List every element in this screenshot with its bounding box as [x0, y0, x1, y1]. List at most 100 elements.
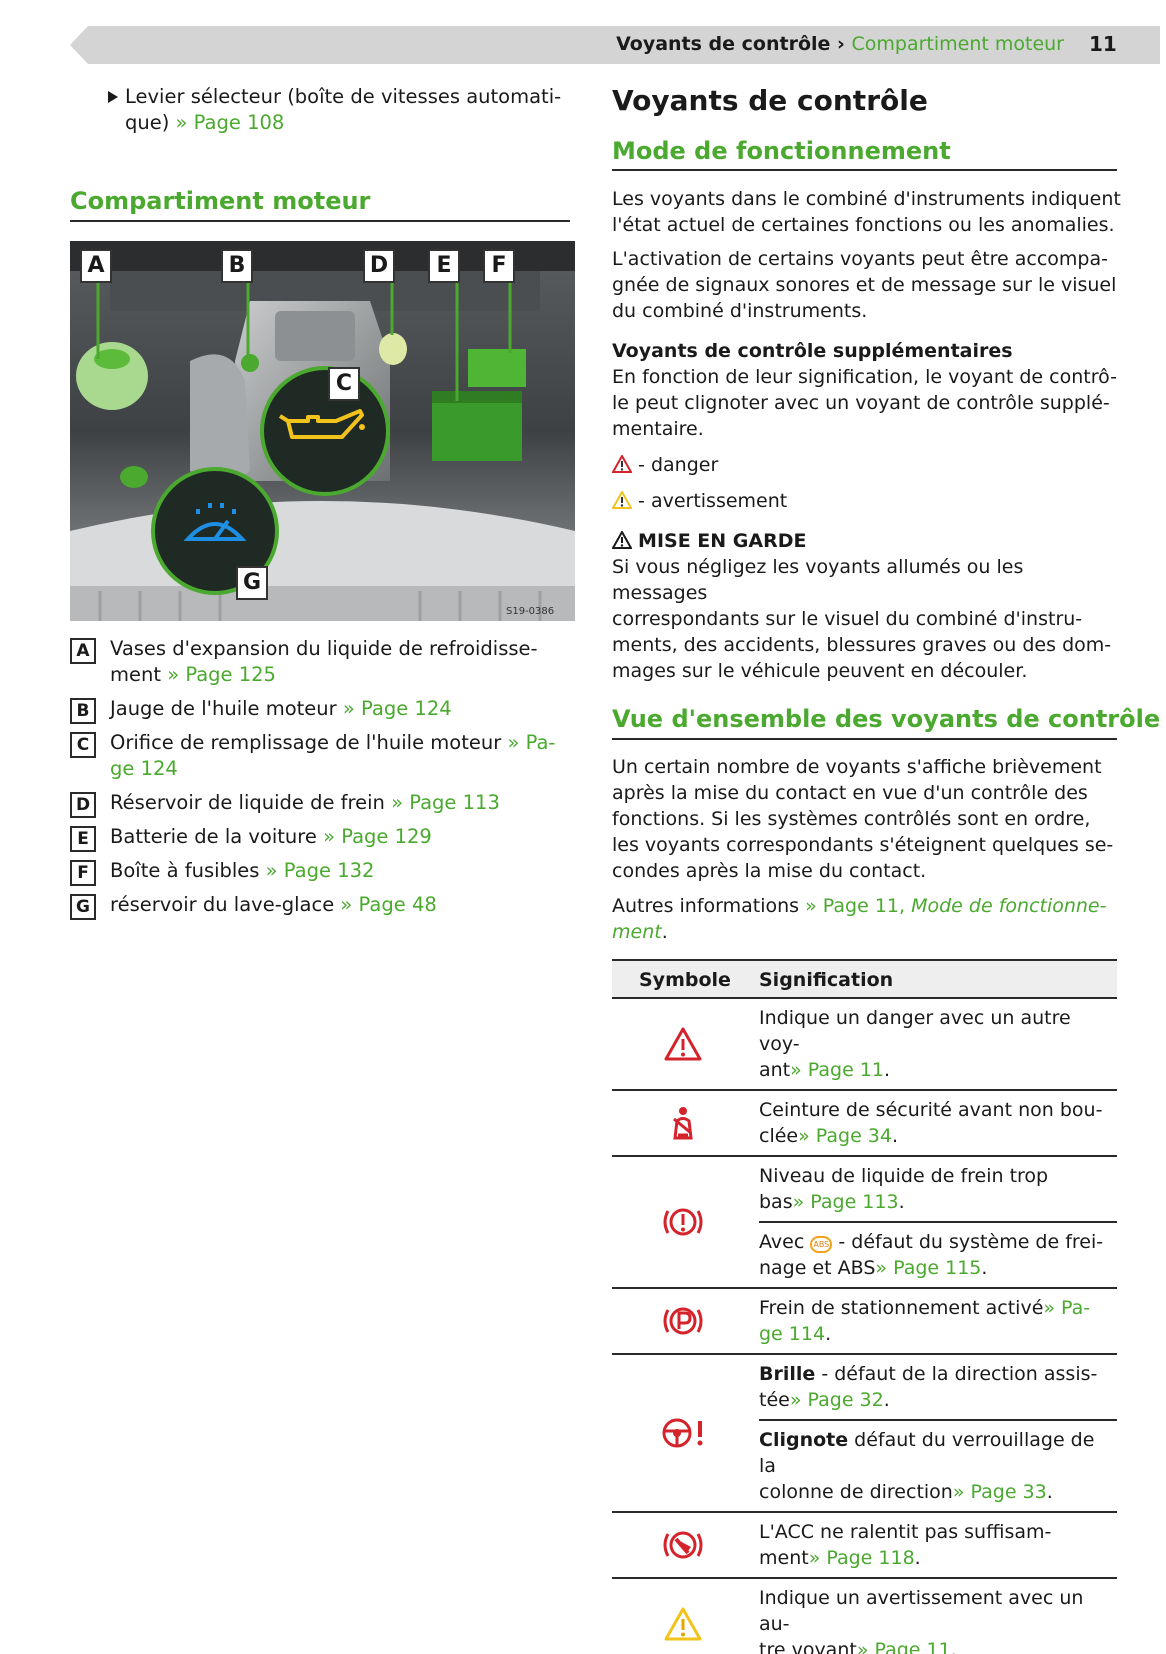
text-line: mages sur le véhicule peuvent en découle…: [612, 660, 1028, 682]
page-number: 11: [1089, 32, 1117, 56]
row-text: - défaut du système de frei-: [838, 1231, 1104, 1253]
text-line: mentaire.: [612, 418, 704, 440]
legend-page-link[interactable]: » Page 113: [391, 791, 500, 814]
caution-block: MISE EN GARDE Si vous négligez les voyan…: [611, 528, 1122, 684]
legend-text: réservoir du lave-glace: [110, 893, 335, 916]
section-title-mode: Mode de fonctionnement: [612, 137, 951, 165]
figure-code: S19-0386: [506, 606, 554, 617]
text-line: correspondants sur le visuel du combiné …: [612, 608, 1083, 630]
table-row: Ceinture de sécurité avant non bou- clée…: [612, 1091, 1117, 1157]
table-header: Symbole Signification: [612, 959, 1117, 999]
figure-label-e: E: [428, 249, 460, 283]
page-link[interactable]: ment: [612, 921, 662, 943]
legend-page-link[interactable]: » Page 129: [323, 825, 432, 848]
text-line: condes après la mise du contact.: [612, 860, 927, 882]
danger-label: - danger: [638, 454, 719, 476]
warning-label: - avertissement: [638, 490, 788, 512]
engine-bay-figure: S19-0386 A B C D E F G: [70, 241, 575, 621]
page-link[interactable]: Mode de fonctionne-: [911, 895, 1107, 917]
section-title-engine-bay: Compartiment moteur: [70, 187, 371, 215]
row-page-link[interactable]: » Page 113: [792, 1191, 899, 1213]
row-text: Indique un avertissement avec un au-: [759, 1587, 1084, 1635]
breadcrumb-separator: ›: [837, 33, 845, 55]
danger-triangle-icon: [611, 453, 633, 473]
section-title-overview: Vue d'ensemble des voyants de contrôle: [612, 705, 1161, 733]
washer-fluid-icon: [183, 503, 247, 541]
text-line: les voyants correspondants s'éteignent q…: [612, 834, 1114, 856]
bullet-page-link[interactable]: » Page 108: [175, 111, 285, 134]
overview-paragraph-1: Un certain nombre de voyants s'affiche b…: [612, 754, 1122, 884]
row-page-link[interactable]: » Page 34: [798, 1125, 892, 1147]
legend-page-link[interactable]: » Page 125: [167, 663, 276, 686]
parking-brake-icon: [663, 1307, 703, 1335]
table-row: Niveau de liquide de frein trop bas» Pag…: [612, 1157, 1117, 1289]
danger-line: - danger: [611, 452, 719, 478]
legend-page-link[interactable]: » Page 48: [340, 893, 437, 916]
row-page-link[interactable]: » Page 118: [808, 1547, 915, 1569]
warning-triangle-icon: [611, 489, 633, 509]
row-text: .: [898, 1191, 905, 1213]
figure-label-c: C: [328, 367, 360, 401]
bullet-text-line1: Levier sélecteur (boîte de vitesses auto…: [125, 85, 562, 108]
section-rule: [612, 738, 1117, 740]
row-page-link[interactable]: ge 114: [759, 1323, 826, 1345]
legend-text: Jauge de l'huile moteur: [110, 697, 337, 720]
row-text: Indique un danger avec un autre voy-: [759, 1007, 1071, 1055]
figure-label-a: A: [80, 249, 112, 283]
row-text: Brille: [759, 1363, 816, 1385]
text-line: ments, des accidents, blessures graves o…: [612, 634, 1112, 656]
danger-triangle-icon: [664, 1027, 702, 1061]
row-text: .: [892, 1125, 899, 1147]
legend-item-f: F Boîte à fusibles » Page 132: [70, 858, 575, 886]
subheading: Voyants de contrôle supplémentaires: [612, 340, 1013, 362]
table-row: L'ACC ne ralentit pas suffisam- ment» Pa…: [612, 1513, 1117, 1579]
row-page-link[interactable]: » Page 33: [952, 1481, 1047, 1503]
row-text: ment: [759, 1547, 809, 1569]
legend-key: B: [70, 698, 96, 724]
row-page-link[interactable]: » Page 11: [790, 1059, 885, 1081]
text-line: fonctions. Si les systèmes contrôlés son…: [612, 808, 1091, 830]
overview-paragraph-2: Autres informations » Page 11, Mode de f…: [612, 893, 1122, 945]
row-page-link[interactable]: » Page 32: [789, 1389, 884, 1411]
text-line: Un certain nombre de voyants s'affiche b…: [612, 756, 1102, 778]
legend-text: Orifice de remplissage de l'huile moteur: [110, 731, 502, 754]
row-text: .: [825, 1323, 832, 1345]
legend-page-link[interactable]: » Pa-: [507, 731, 556, 754]
legend-key: G: [70, 894, 96, 920]
oil-can-icon: [278, 409, 365, 439]
row-text: .: [1046, 1481, 1053, 1503]
section-rule: [612, 169, 1117, 171]
brake-warning-icon: [663, 1208, 703, 1236]
row-page-link[interactable]: » Page 11: [856, 1639, 951, 1654]
row-text: tée: [759, 1389, 790, 1411]
row-text: Clignote: [759, 1429, 849, 1451]
abs-icon: ABS: [810, 1236, 833, 1253]
page-link[interactable]: » Page 11,: [805, 895, 906, 917]
section-rule: [70, 220, 570, 222]
row-page-link[interactable]: » Page 115: [875, 1257, 982, 1279]
legend-key: F: [70, 860, 96, 886]
legend-page-link[interactable]: ge 124: [110, 757, 178, 780]
row-page-link[interactable]: » Pa-: [1043, 1297, 1091, 1319]
text-line: .: [661, 921, 668, 943]
legend-item-c: C Orifice de remplissage de l'huile mote…: [70, 730, 575, 782]
legend-page-link[interactable]: » Page 124: [342, 697, 452, 720]
text-line: Si vous négligez les voyants allumés ou …: [612, 556, 1024, 604]
caution-icon: [611, 529, 633, 549]
breadcrumb-section: Voyants de contrôle: [616, 33, 831, 55]
legend-page-link[interactable]: » Page 132: [265, 859, 375, 882]
breadcrumb-subsection: Compartiment moteur: [851, 33, 1065, 55]
table-row: Indique un danger avec un autre voy- ant…: [612, 999, 1117, 1091]
column-header-meaning: Signification: [759, 969, 894, 991]
row-text: défaut du verrouillage de la: [759, 1429, 1095, 1477]
table-row: Indique un avertissement avec un au- tre…: [612, 1579, 1117, 1654]
row-text: Niveau de liquide de frein trop: [759, 1165, 1049, 1187]
steering-fault-icon: [662, 1418, 703, 1448]
row-text: .: [914, 1547, 921, 1569]
text-line: En fonction de leur signification, le vo…: [612, 366, 1117, 388]
text-line: Autres informations: [612, 895, 800, 917]
row-text: .: [883, 1389, 890, 1411]
row-text: .: [981, 1257, 988, 1279]
text-line: l'état actuel de certaines fonctions ou …: [612, 214, 1115, 236]
acc-brake-icon: [663, 1531, 703, 1559]
